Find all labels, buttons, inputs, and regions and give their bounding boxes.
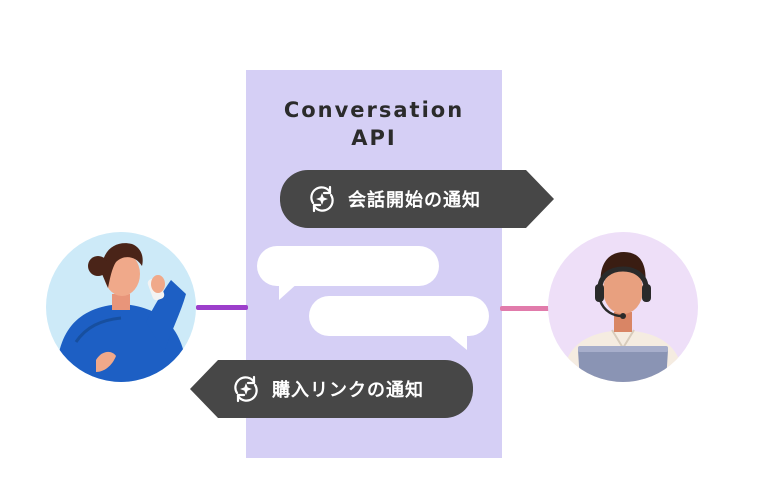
agent-connector: [500, 306, 552, 311]
chat-bubble-bottom: [309, 296, 489, 350]
purchase-link-notification: 購入リンクの通知: [190, 360, 473, 418]
panel-title-line1: Conversation: [283, 98, 465, 122]
panel-title-line2: API: [351, 126, 397, 150]
customer-avatar: [46, 232, 196, 382]
conversation-start-notification: 会話開始の通知: [280, 170, 554, 228]
sync-sparkle-icon: [234, 375, 258, 403]
customer-connector: [196, 305, 248, 310]
notification-label: 会話開始の通知: [348, 190, 481, 211]
panel-title: Conversation API: [246, 96, 502, 152]
sync-sparkle-icon: [310, 185, 334, 213]
chat-bubble-top: [257, 246, 439, 300]
agent-avatar: [548, 232, 698, 382]
notification-label: 購入リンクの通知: [272, 380, 424, 401]
